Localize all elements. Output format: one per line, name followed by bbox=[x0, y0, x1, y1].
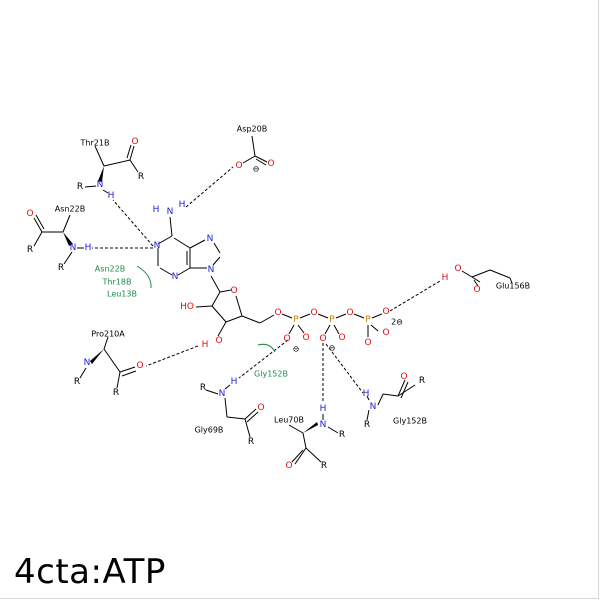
asn22b-oxygen: O bbox=[26, 209, 33, 219]
gamma-oxygen-1: O bbox=[382, 307, 389, 317]
residue-label-gly152b: Gly152B bbox=[393, 417, 427, 426]
residue-label-asn22b: Asn22B bbox=[55, 205, 85, 214]
gly69b-oxygen: O bbox=[257, 403, 264, 413]
pro210a-nitrogen: N bbox=[84, 358, 91, 368]
hydrophobic-label-thr18b: Thr18B bbox=[102, 278, 132, 287]
asn22b-r-1: R bbox=[27, 245, 33, 255]
beta-oxygen-2: O bbox=[338, 333, 345, 343]
pro210a-oxygen: O bbox=[136, 361, 143, 371]
alpha-oxygen-1: O bbox=[283, 334, 290, 344]
bridging-oxygen-ab: O bbox=[310, 308, 317, 318]
ring-nitrogen-n3: N bbox=[172, 272, 179, 282]
gly69b-hydrogen: H bbox=[231, 377, 238, 387]
hydrophobic-arc-lower bbox=[257, 343, 276, 353]
gamma-phosphate-charge: 2⊖ bbox=[391, 318, 403, 327]
hydrophobic-labels: Asn22B Thr18B Leu13B Gly152B bbox=[95, 265, 288, 379]
leu70b-r-2: R bbox=[321, 461, 327, 471]
amine-hydrogen-a: H bbox=[153, 205, 160, 215]
glu156b-oxygen-2: O bbox=[473, 285, 480, 295]
gly152b-r-2: R bbox=[419, 376, 425, 386]
leu70b-r-1: R bbox=[339, 430, 345, 440]
asp20b-oxygen-2: O bbox=[267, 159, 274, 169]
hydrophobic-label-asn22b: Asn22B bbox=[95, 265, 125, 274]
hbond-pg-glu156b bbox=[389, 280, 441, 312]
beta-oxygen-1: O bbox=[319, 334, 326, 344]
thr21b-hydrogen: H bbox=[108, 191, 115, 201]
ribose-hydroxyl-2: HO bbox=[180, 302, 194, 312]
hbond-pa-gly69b bbox=[238, 339, 289, 379]
hbond-o3-pro210a bbox=[145, 345, 199, 367]
alpha-oxygen-2: O bbox=[302, 333, 309, 343]
glu156b-oxygen-1: O bbox=[454, 264, 461, 274]
pro210a-r-2: R bbox=[113, 388, 119, 398]
residue-label-thr21b: Thr21B bbox=[80, 139, 110, 148]
charges: ⊖ ⊖ ⊖ 2⊖ bbox=[253, 165, 403, 354]
hydrophobic-label-gly152b: Gly152B bbox=[254, 370, 288, 379]
gly69b-r-2: R bbox=[248, 437, 254, 447]
alpha-phosphate-charge: ⊖ bbox=[293, 345, 300, 354]
amine-nitrogen: N bbox=[167, 207, 174, 217]
hbond-nh2-asp20b bbox=[185, 166, 234, 208]
phosphorus-beta: P bbox=[329, 315, 335, 325]
leu70b-oxygen: O bbox=[285, 461, 292, 471]
hbond-n1-thr21b bbox=[112, 199, 154, 247]
residue-label-gly69b: Gly69B bbox=[195, 426, 224, 435]
residue-label-asp20b: Asp20B bbox=[237, 125, 267, 134]
gly152b-r-1: R bbox=[364, 420, 370, 430]
gly69b-nitrogen: N bbox=[219, 389, 226, 399]
thr21b-nitrogen: N bbox=[97, 180, 104, 190]
amine-hydrogen-b: H bbox=[179, 200, 186, 210]
gly152b-oxygen: O bbox=[400, 372, 407, 382]
asp20b-oxygen-1: O bbox=[235, 161, 242, 171]
asn22b-nitrogen: N bbox=[70, 243, 77, 253]
asn22b-r-2: R bbox=[58, 263, 64, 273]
asn22b-hydrogen: H bbox=[85, 243, 92, 253]
residue-label-leu70b: Leu70B bbox=[274, 416, 304, 425]
page-title: 4cta:ATP bbox=[14, 552, 166, 592]
residue-labels: Thr21B Asp20B Asn22B Glu156B Pro210A Gly… bbox=[55, 125, 530, 435]
hydrogen-bonds bbox=[92, 166, 441, 402]
bridging-oxygen-bg: O bbox=[346, 308, 353, 318]
gamma-oxygen-3: O bbox=[364, 338, 371, 348]
leu70b-nitrogen: N bbox=[320, 420, 327, 430]
hydrophobic-label-leu13b: Leu13B bbox=[107, 290, 137, 299]
ribose-oxygen-5: O bbox=[274, 308, 281, 318]
ring-nitrogen-n9: N bbox=[208, 265, 215, 275]
hydrophobic-arc-upper bbox=[136, 265, 152, 289]
ribose-ring-oxygen: O bbox=[230, 286, 237, 296]
thr21b-r-1: R bbox=[77, 182, 83, 192]
residue-label-pro210a: Pro210A bbox=[91, 330, 125, 339]
asp20b-charge: ⊖ bbox=[253, 165, 260, 174]
residue-label-glu156b: Glu156B bbox=[496, 282, 530, 291]
ribose-hydrogen-3: H bbox=[202, 340, 209, 350]
ribose-oxygen-3: O bbox=[215, 336, 222, 346]
gamma-oxygen-2: O bbox=[382, 328, 389, 338]
phosphorus-alpha: P bbox=[293, 315, 299, 325]
covalent-bonds bbox=[33, 135, 513, 465]
phosphorus-gamma: P bbox=[365, 315, 371, 325]
gly152b-nitrogen: N bbox=[370, 402, 377, 412]
beta-phosphate-charge: ⊖ bbox=[329, 344, 336, 353]
hbond-pb-gly152b bbox=[325, 343, 364, 394]
gly152b-hydrogen: H bbox=[363, 389, 370, 399]
leu70b-hydrogen: H bbox=[320, 404, 327, 414]
ring-nitrogen-n1: N bbox=[154, 241, 161, 251]
thr21b-r-2: R bbox=[138, 172, 144, 182]
ring-nitrogen-n7: N bbox=[207, 234, 214, 244]
pro210a-r-1: R bbox=[74, 377, 80, 387]
gly69b-r-1: R bbox=[200, 383, 206, 393]
glu156b-hydrogen: H bbox=[442, 273, 449, 283]
thr21b-oxygen: O bbox=[131, 137, 138, 147]
atom-labels: N H H N N N N O HO O H O P O O O P O O O… bbox=[26, 137, 480, 471]
